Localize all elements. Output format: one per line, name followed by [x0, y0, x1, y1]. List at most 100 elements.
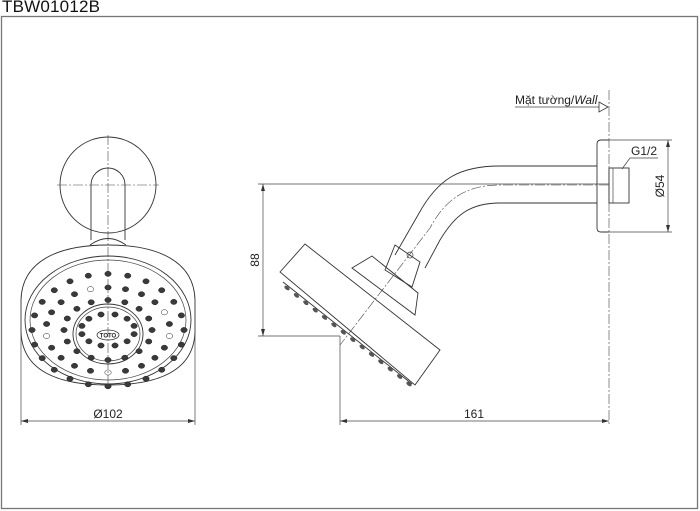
side-nozzle [396, 374, 403, 379]
nozzle [84, 272, 92, 279]
nozzle [73, 348, 81, 355]
nozzle [48, 344, 56, 351]
side-nozzles [284, 285, 412, 387]
nozzle [165, 321, 173, 327]
nozzle [85, 315, 93, 322]
nozzle [43, 333, 51, 339]
side-nozzle [406, 381, 412, 387]
nozzle [145, 315, 153, 322]
nozzle [160, 344, 168, 351]
nozzle [177, 312, 185, 319]
nozzle [160, 309, 168, 316]
nozzle [151, 299, 159, 306]
nozzle [165, 333, 173, 339]
nozzle [97, 342, 105, 349]
side-nozzle [378, 359, 384, 365]
nozzle [145, 338, 153, 345]
nozzle [180, 327, 188, 333]
nozzle [31, 312, 39, 319]
nozzle [28, 327, 36, 333]
nozzle [71, 291, 78, 298]
side-nozzle [312, 307, 318, 313]
wall-label: Mặt tường/Wall [515, 93, 598, 107]
thread-leader-line [621, 157, 658, 170]
nozzle [111, 342, 119, 349]
nozzle [87, 354, 95, 361]
side-nozzle [340, 329, 346, 335]
side-wall-flange [596, 139, 609, 233]
nozzle [130, 323, 138, 329]
nozzle [135, 305, 143, 312]
nozzle [60, 327, 68, 333]
thread-nipple [608, 167, 630, 204]
arm-bottom-edge [424, 202, 597, 269]
wall-label-prefix: Mặt tường/ [515, 93, 575, 107]
swivel-joint [384, 244, 421, 288]
nozzle [148, 327, 156, 333]
drawing-frame [0, 15, 699, 510]
side-nozzle [387, 366, 393, 372]
nozzle [142, 375, 150, 382]
nozzle [48, 309, 56, 316]
nozzle [78, 323, 86, 329]
head-diameter-label: Ø102 [93, 407, 123, 421]
side-nozzle [368, 352, 375, 357]
side-nozzle [321, 315, 328, 320]
swivel-screw [406, 251, 414, 259]
nozzle [122, 286, 129, 293]
nozzle [97, 311, 105, 318]
nozzle [87, 367, 94, 374]
side-nozzle [293, 293, 300, 298]
side-nozzle [359, 344, 365, 350]
flange-diameter-label: Ø54 [653, 174, 667, 197]
nozzle [121, 354, 129, 361]
drop-height-label: 88 [248, 253, 262, 267]
nozzle [170, 299, 178, 305]
thread-label: G1/2 [631, 144, 657, 158]
head-neck [351, 255, 419, 316]
nozzle [43, 321, 51, 327]
model-code-title: TBW01012B [2, 0, 101, 16]
nozzle [66, 375, 74, 382]
nozzle [87, 286, 94, 293]
side-nozzle [303, 300, 309, 306]
nozzle [138, 291, 145, 298]
nozzle [38, 299, 46, 305]
nozzle [85, 338, 93, 345]
nozzle [158, 287, 166, 294]
nozzle [63, 315, 71, 322]
nozzle [158, 366, 166, 373]
wall-label-italic: Wall [574, 93, 597, 107]
nozzle [170, 355, 178, 361]
nozzle [66, 278, 74, 285]
nozzle [50, 287, 58, 294]
side-face-plate [282, 281, 413, 385]
nozzle [63, 338, 71, 345]
arm-centerline [339, 184, 609, 346]
nozzle [138, 362, 145, 369]
side-nozzle [331, 322, 337, 328]
nozzle [84, 381, 92, 388]
nozzle [57, 299, 65, 306]
wall-arrow-icon [598, 101, 609, 113]
nozzle [111, 311, 119, 318]
side-shower-head [279, 243, 441, 386]
projection-label: 161 [464, 407, 484, 421]
nozzle [87, 299, 95, 306]
nozzle [151, 354, 159, 361]
nozzle [78, 331, 86, 337]
side-nozzle [284, 285, 290, 291]
spray-nozzles [28, 270, 188, 390]
arm-top-edge [394, 165, 597, 256]
nozzle [135, 348, 143, 355]
nozzle [73, 305, 81, 312]
nozzle [121, 299, 129, 306]
nozzle [57, 354, 65, 361]
nozzle [31, 341, 39, 348]
nozzle [130, 331, 138, 337]
nozzle [142, 278, 150, 285]
nozzle [38, 355, 46, 361]
side-nozzle [350, 337, 356, 343]
side-view [258, 90, 672, 425]
